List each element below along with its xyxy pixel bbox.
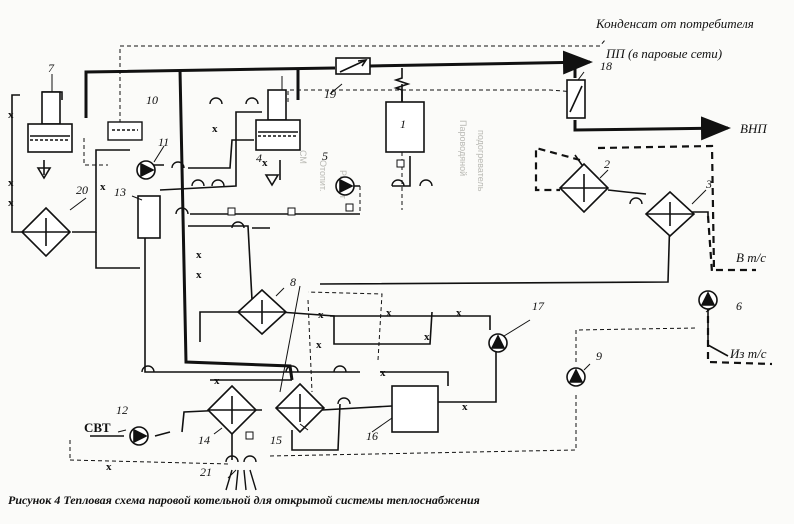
figure-caption: Рисунок 4 Тепловая схема паровой котельн…: [8, 493, 480, 507]
line-labels: Конденсат от потребителя ПП (в паровые с…: [84, 16, 768, 435]
leader-lines: [51, 71, 713, 479]
number-10: 10: [146, 93, 158, 107]
number-8: 8: [290, 275, 296, 289]
cooler-13: [137, 195, 161, 239]
x-mark: x: [8, 109, 14, 121]
number-20: 20: [76, 183, 88, 197]
number-14: 14: [198, 433, 210, 447]
number-13: 13: [114, 185, 126, 199]
heating-network-lines: [534, 144, 773, 366]
x-mark: x: [212, 123, 218, 135]
pumps: [129, 160, 718, 446]
x-mark: x: [386, 307, 392, 319]
number-5: 5: [322, 149, 328, 163]
heat-exchanger-2: [558, 162, 610, 214]
pump-12: [129, 426, 149, 446]
steam-lines: [84, 50, 731, 381]
pump-6: [698, 290, 718, 310]
pump-11: [136, 160, 156, 180]
reducing-device-19: [335, 57, 371, 75]
number-6: 6: [736, 299, 742, 313]
number-2: 2: [604, 157, 610, 171]
svt-label: СВТ: [84, 420, 111, 435]
deaerator-4: [255, 89, 301, 187]
boiler-1: [385, 68, 425, 153]
number-21: 21: [200, 465, 212, 479]
pump-5: [335, 176, 355, 196]
heat-exchanger-15: [274, 382, 326, 434]
x-mark: x: [462, 401, 468, 413]
heat-exchanger-3: [644, 190, 696, 238]
number-18: 18: [600, 59, 612, 73]
heat-exchanger-8: [236, 288, 288, 336]
valves: [227, 159, 405, 440]
x-mark: x: [316, 339, 322, 351]
x-mark: x: [196, 249, 202, 261]
pump-9: [566, 367, 586, 387]
number-1: 1: [400, 117, 406, 131]
condensate-lines: [69, 39, 697, 465]
pipe-markers: x x x x x x x x x x x x x x x x x: [8, 109, 468, 473]
pump-17: [488, 333, 508, 353]
to-heating-network-label: В т/с: [736, 250, 766, 265]
heat-exchanger-14: [206, 384, 258, 436]
heat-exchangers: [20, 162, 696, 436]
tank-10: [107, 121, 143, 141]
number-3: 3: [705, 177, 712, 191]
deaerator-7: [27, 91, 73, 180]
x-mark: x: [8, 197, 14, 209]
number-12: 12: [116, 403, 128, 417]
svg-text:подогреватель: подогреватель: [476, 130, 486, 192]
x-mark: x: [100, 181, 106, 193]
equipment-numbers: 1 2 3 4 5 6 7 8 9 10 11 12 13 14 15 16 1…: [48, 59, 742, 479]
x-mark: x: [196, 269, 202, 281]
svg-text:Отопит.: Отопит.: [318, 160, 328, 192]
reducing-device-18: [566, 79, 586, 119]
x-mark: x: [380, 367, 386, 379]
svg-text:СМ: СМ: [298, 150, 308, 164]
number-9: 9: [596, 349, 602, 363]
crossings: [141, 97, 643, 463]
from-heating-network-label: Из т/с: [729, 346, 767, 361]
tank-16: [391, 385, 439, 433]
number-15: 15: [270, 433, 282, 447]
svg-text:Пароводяной: Пароводяной: [458, 120, 468, 176]
number-16: 16: [366, 429, 378, 443]
x-mark: x: [424, 331, 430, 343]
x-mark: x: [262, 157, 268, 169]
number-7: 7: [48, 61, 55, 75]
number-19: 19: [324, 87, 336, 101]
x-mark: x: [456, 307, 462, 319]
number-17: 17: [532, 299, 545, 313]
heat-exchanger-20: [20, 206, 72, 258]
inlet-21: [225, 469, 257, 491]
steam-network-label: ПП (в паровые сети): [605, 46, 722, 61]
condensate-label: Конденсат от потребителя: [595, 16, 754, 31]
number-11: 11: [158, 135, 169, 149]
vnp-label: ВНП: [740, 121, 768, 136]
x-mark: x: [8, 177, 14, 189]
x-mark: x: [106, 461, 112, 473]
x-mark: x: [318, 309, 324, 321]
number-4: 4: [256, 151, 262, 165]
x-mark: x: [214, 375, 220, 387]
